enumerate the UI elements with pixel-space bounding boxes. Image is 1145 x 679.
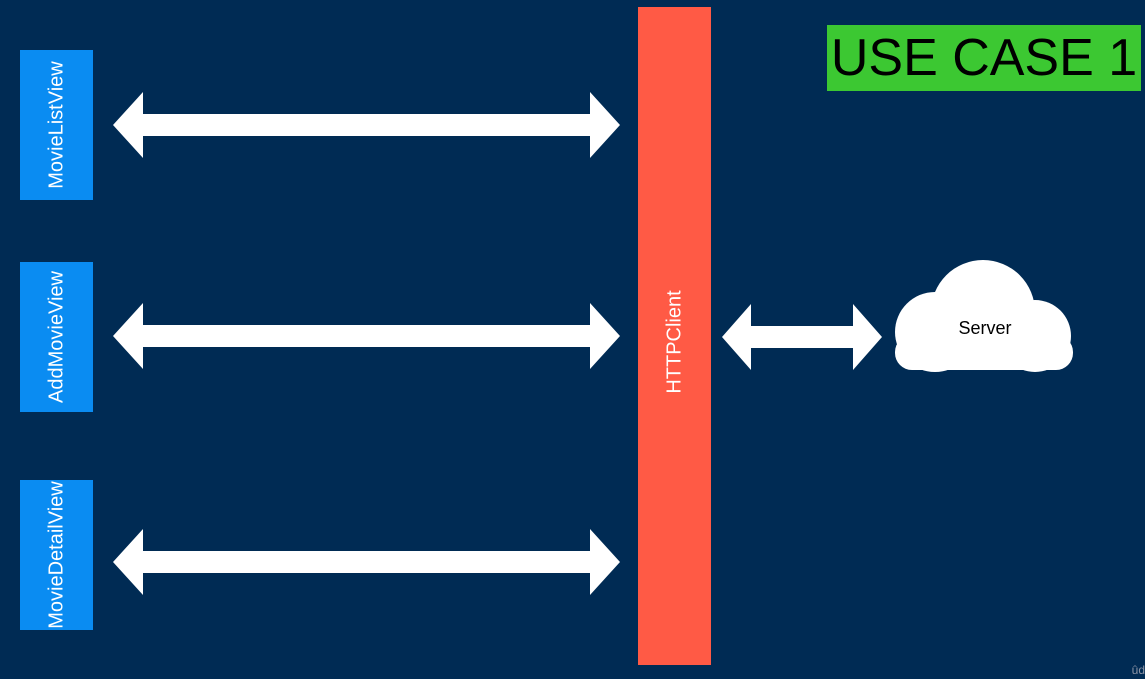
corner-watermark: ûd <box>1131 663 1145 677</box>
add-movie-view-box: AddMovieView <box>20 262 93 412</box>
arrow-add-movie-to-client <box>113 303 620 369</box>
arrow-movie-list-to-client <box>113 92 620 158</box>
use-case-label: USE CASE 1 <box>830 29 1138 87</box>
use-case-badge: USE CASE 1 <box>827 25 1141 91</box>
http-client-bar: HTTPClient <box>638 7 711 665</box>
movie-list-view-box: MovieListView <box>20 50 93 200</box>
movie-detail-view-box: MovieDetailView <box>20 480 93 630</box>
arrow-movie-detail-to-client <box>113 529 620 595</box>
server-label: Server <box>958 318 1012 338</box>
arrow-client-to-server <box>722 304 882 370</box>
cloud-icon <box>895 260 1073 372</box>
